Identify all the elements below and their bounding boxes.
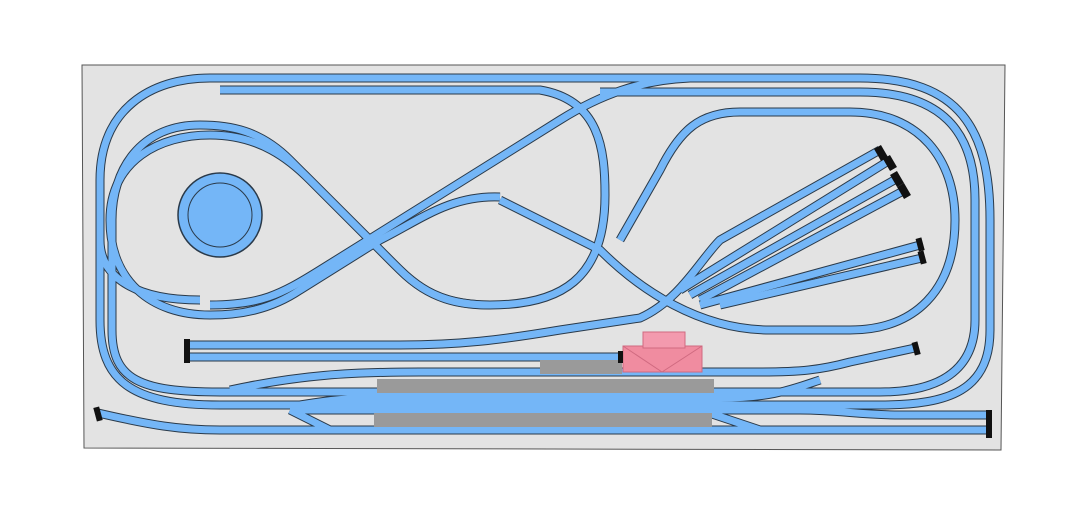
outer-loop-track: [96, 74, 994, 409]
yard-track-4: [699, 241, 921, 309]
yard-track-5: [719, 254, 923, 309]
buffer-stop: [890, 170, 904, 188]
yard-track-1: [678, 157, 892, 293]
buffer-stop: [874, 144, 888, 162]
yard-track-3: [698, 186, 907, 304]
station-track-2: [299, 376, 822, 409]
siding-upper: [188, 146, 882, 349]
platform-upper: [377, 379, 714, 393]
figure-eight-track: [106, 131, 501, 319]
station-track-1: [229, 344, 916, 394]
buffer-stop: [184, 339, 190, 363]
yard-track-2: [688, 174, 900, 299]
buffer-stop: [897, 182, 911, 200]
buffer-stop: [883, 154, 897, 172]
inner-right-loop-track: [498, 108, 959, 334]
diagonal-crossing-track-2: [96, 239, 201, 304]
buffer-stop: [911, 341, 921, 356]
diagonal-crossing-track-1: [209, 74, 691, 309]
buffer-stop: [93, 406, 103, 422]
platform-lower: [374, 413, 712, 427]
buffer-stop: [915, 237, 925, 252]
station-track-4: [97, 409, 988, 434]
buffer-stop: [917, 250, 927, 265]
turntable: [177, 172, 263, 258]
platform-small: [540, 360, 622, 374]
station-building: [622, 331, 703, 373]
buffer-stop: [986, 410, 992, 438]
station-track-3: [290, 406, 988, 419]
buffer-stops: [93, 144, 992, 438]
second-loop-track: [108, 86, 979, 396]
platforms: [374, 360, 714, 427]
track-network: [95, 73, 995, 435]
buffer-stop: [618, 351, 623, 363]
